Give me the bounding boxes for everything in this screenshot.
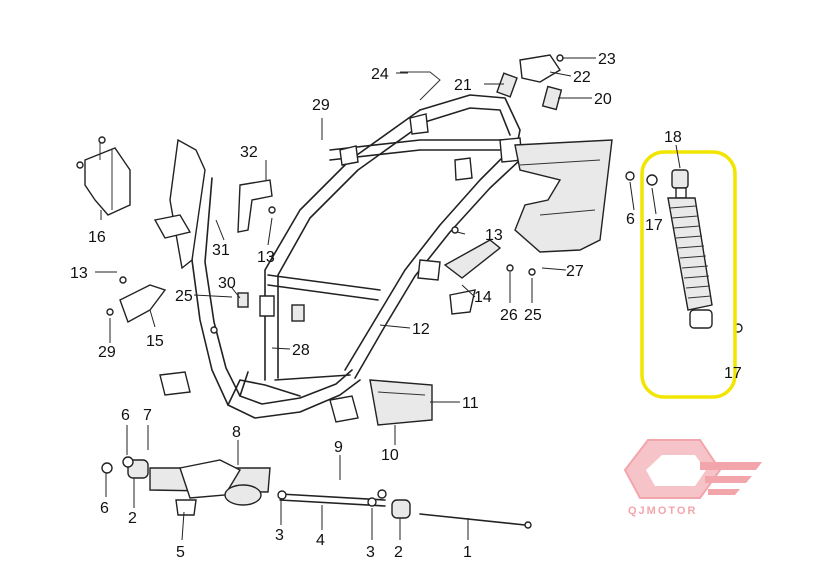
callout-29: 29 <box>312 97 330 114</box>
callout-15: 15 <box>146 333 164 350</box>
callout-27: 27 <box>566 263 584 280</box>
callout-32: 32 <box>240 144 258 161</box>
qjmotor-logo: QJMOTOR <box>623 439 762 517</box>
callout-31: 31 <box>212 242 230 259</box>
callout-6: 6 <box>121 407 130 424</box>
callout-6: 6 <box>626 211 635 228</box>
callout-5: 5 <box>176 544 185 561</box>
part-15-clamp <box>106 276 167 324</box>
part-16-bracket <box>76 136 131 216</box>
callout-3: 3 <box>366 544 375 561</box>
callout-25: 25 <box>524 307 542 324</box>
pivot-assembly <box>101 456 532 529</box>
callout-20: 20 <box>594 91 612 108</box>
part-27-cover <box>514 139 613 253</box>
callout-23: 23 <box>598 51 616 68</box>
callout-9: 9 <box>334 439 343 456</box>
callout-1: 1 <box>463 544 472 561</box>
callout-21: 21 <box>454 77 472 94</box>
callout-12: 12 <box>412 321 430 338</box>
part-28-30 <box>210 292 305 334</box>
callout-25: 25 <box>175 288 193 305</box>
callout-11: 11 <box>462 395 479 412</box>
part-32-bracket <box>237 179 276 233</box>
callout-2: 2 <box>128 510 137 527</box>
callout-22: 22 <box>573 69 591 86</box>
leader-lines <box>95 57 681 541</box>
callout-13: 13 <box>257 249 275 266</box>
part-10-box <box>369 379 433 426</box>
callout-13: 13 <box>485 227 503 244</box>
callout-17: 17 <box>724 365 742 382</box>
callout-29: 29 <box>98 344 116 361</box>
callout-2: 2 <box>394 544 403 561</box>
callout-6: 6 <box>100 500 109 517</box>
highlight-frame <box>640 150 737 399</box>
callout-24: 24 <box>371 66 389 83</box>
callout-28: 28 <box>292 342 310 359</box>
callout-18: 18 <box>664 129 682 146</box>
callout-8: 8 <box>232 424 241 441</box>
logo-wordmark: QJMOTOR <box>628 505 697 517</box>
callout-7: 7 <box>143 407 152 424</box>
callout-3: 3 <box>275 527 284 544</box>
callout-16: 16 <box>88 229 106 246</box>
callout-17: 17 <box>645 217 663 234</box>
callout-14: 14 <box>474 289 492 306</box>
callout-26: 26 <box>500 307 518 324</box>
callout-13: 13 <box>70 265 88 282</box>
callout-labels: 1 2 2 3 3 4 5 6 6 6 7 8 9 10 11 12 13 13… <box>70 51 742 561</box>
callout-10: 10 <box>381 447 399 464</box>
callout-4: 4 <box>316 532 325 549</box>
rear-shock-absorber <box>625 150 743 399</box>
callout-30: 30 <box>218 275 236 292</box>
part-14-bracket <box>443 226 536 315</box>
top-small-parts <box>400 54 564 111</box>
